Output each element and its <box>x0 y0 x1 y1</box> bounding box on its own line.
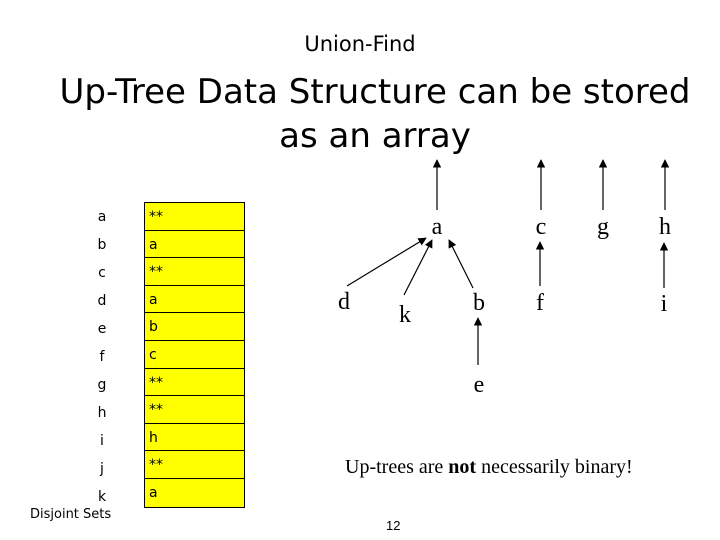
array-cell: ** <box>145 396 244 424</box>
array-label: k <box>97 489 107 505</box>
array-cell: h <box>145 423 244 452</box>
edge-b-a <box>448 239 474 289</box>
node-c: c <box>536 214 547 240</box>
array-cell: ** <box>145 258 244 286</box>
node-a: a <box>432 214 443 240</box>
caption-suffix: necessarily binary! <box>476 456 633 478</box>
slide-header: Union-Find <box>304 32 416 56</box>
array-label: e <box>97 321 107 337</box>
title-line-1: Up-Tree Data Structure can be stored <box>59 72 691 112</box>
title-line-2: as an array <box>279 116 471 156</box>
array-cell: a <box>145 285 244 314</box>
node-h: h <box>659 214 671 240</box>
node-i: i <box>661 291 668 317</box>
array-cell: a <box>145 478 244 507</box>
array-label: g <box>97 377 107 393</box>
array-cell: b <box>145 313 244 341</box>
array-label: c <box>98 265 106 281</box>
array-label: b <box>97 237 107 253</box>
array-label: i <box>100 433 104 449</box>
caption-emphasis: not <box>448 456 477 478</box>
slide-title: Up-Tree Data Structure can be stored as … <box>40 70 710 158</box>
binary-note: Up-trees are not necessarily binary! <box>345 456 633 479</box>
array-label: f <box>99 349 105 365</box>
slide-footer: Disjoint Sets <box>30 507 112 522</box>
node-b: b <box>473 290 485 316</box>
node-d: d <box>338 289 350 315</box>
node-e: e <box>474 372 485 398</box>
array-label: d <box>97 293 107 309</box>
edge-d-a <box>346 237 427 287</box>
parent-array: ** a ** a b c ** ** h ** a <box>144 202 245 508</box>
node-f: f <box>536 290 544 316</box>
edge-k-a <box>403 239 433 296</box>
array-cell: c <box>145 340 244 369</box>
node-g: g <box>597 214 609 240</box>
array-label: a <box>97 209 107 225</box>
array-label: h <box>97 405 107 421</box>
page-number: 12 <box>386 518 401 533</box>
array-cell: ** <box>145 368 244 397</box>
array-cell: ** <box>145 203 244 231</box>
array-cell: a <box>145 230 244 259</box>
caption-prefix: Up-trees are <box>345 456 449 478</box>
array-cell: ** <box>145 451 244 479</box>
array-label: j <box>100 461 104 477</box>
node-k: k <box>399 302 411 328</box>
